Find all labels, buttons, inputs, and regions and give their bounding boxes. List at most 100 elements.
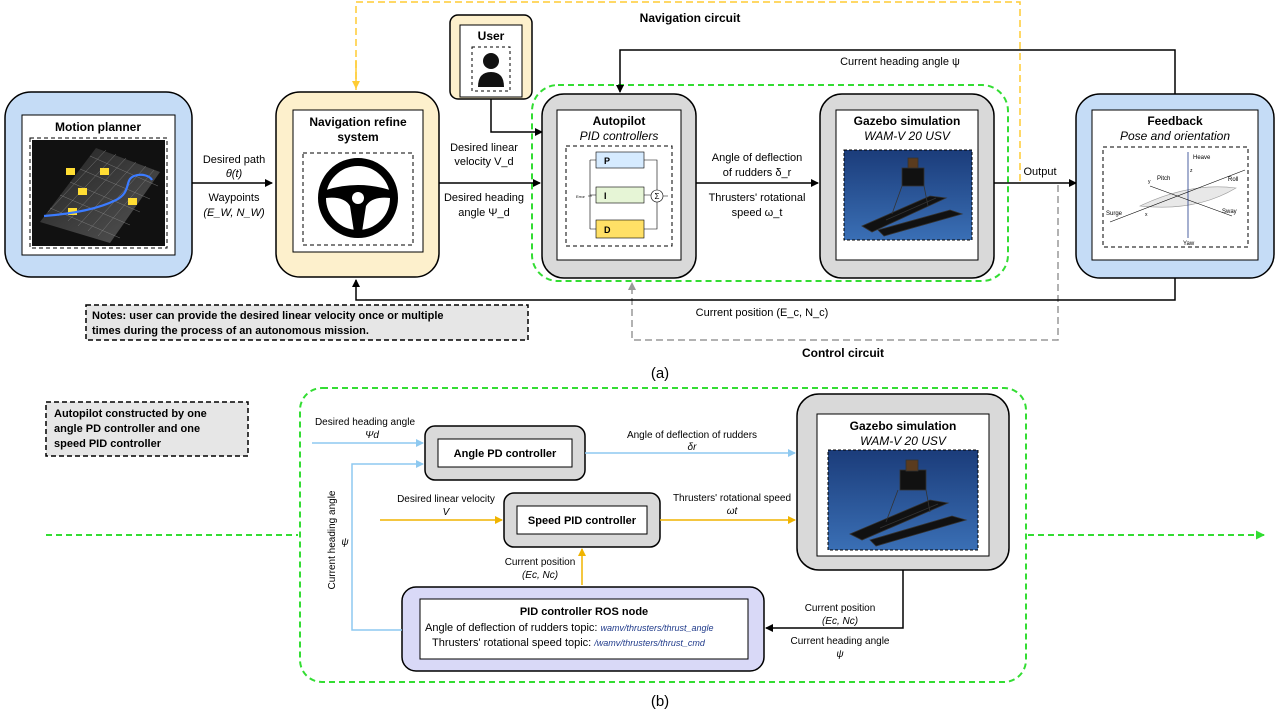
current-heading-vertical-label: Current heading angle [327, 490, 338, 589]
thrusters-symbol: speed ω_t [732, 207, 783, 219]
navigation-refine-block: Navigation refine system [275, 91, 440, 278]
usv-boat-image-b [849, 459, 968, 547]
user-avatar-icon [478, 53, 504, 87]
gazebo-subtitle-a: WAM-V 20 USV [864, 129, 951, 143]
surge-label: Surge [1106, 211, 1123, 217]
ros-topic-line-1: Angle of deflection of rudders topic: wa… [425, 622, 714, 634]
i-term-label: I [604, 191, 607, 201]
note-b-line-2: angle PD controller and one [54, 423, 200, 435]
angle-pd-controller: Angle PD controller [424, 425, 586, 481]
feedback-title: Feedback [1147, 114, 1203, 128]
sum-node-label: Σ [655, 192, 660, 201]
ros-node-block: PID controller ROS node Angle of deflect… [401, 586, 765, 672]
gazebo-title-b: Gazebo simulation [850, 419, 957, 433]
desired-linear-symbol: velocity V_d [454, 156, 513, 168]
waypoints-symbol: (E_W, N_W) [203, 207, 265, 219]
sway-label: Sway [1222, 209, 1237, 215]
waypoints-label: Waypoints [209, 192, 260, 204]
nav-refine-title-1: Navigation refine [309, 115, 407, 129]
caption-b: (b) [651, 693, 669, 710]
angle-deflection-label: Angle of deflection [712, 152, 803, 164]
yaw-label: Yaw [1183, 241, 1195, 247]
autopilot-block: Autopilot PID controllers P I D Σ Error [541, 93, 697, 279]
heading-feedback-line-b [351, 460, 424, 631]
desired-path-symbol: θ(t) [226, 168, 243, 180]
pitch-label: Pitch [1157, 176, 1170, 182]
motion-planner-title: Motion planner [55, 120, 141, 134]
notes-line-1: Notes: user can provide the desired line… [92, 310, 444, 322]
autopilot-outline-b [299, 387, 1027, 683]
current-heading-out-symbol: ψ [836, 649, 844, 660]
note-b-line-3: speed PID controller [54, 438, 162, 450]
thrusters-label: Thrusters' rotational [709, 192, 806, 204]
d-term-label: D [604, 225, 611, 235]
desired-heading-label-b: Desired heading angle [315, 417, 416, 428]
current-position-label-b: Current position [505, 557, 576, 568]
desired-heading-symbol-b: Ψd [365, 430, 379, 441]
user-title: User [478, 29, 505, 43]
output-label: Output [1023, 166, 1056, 178]
thrusters-label-b: Thrusters' rotational speed [673, 493, 791, 504]
desired-linear-symbol-b: V [443, 507, 451, 518]
gazebo-block-a: Gazebo simulation WAM-V 20 USV [819, 93, 995, 279]
autopilot-title: Autopilot [593, 114, 646, 128]
control-circuit-label: Control circuit [802, 346, 884, 360]
speed-pid-label: Speed PID controller [528, 515, 637, 527]
pose-axes-figure: Heave Pitch Roll Surge Sway Yaw x y z [1106, 152, 1246, 247]
ros-node-title: PID controller ROS node [520, 606, 648, 618]
user-velocity-arrow [490, 99, 543, 136]
angle-pd-label: Angle PD controller [454, 448, 557, 460]
notes-line-2: times during the process of an autonomou… [92, 325, 369, 337]
ros-topic-line-2: Thrusters' rotational speed topic: /wamv… [432, 637, 706, 649]
error-label: Error [576, 194, 586, 199]
gazebo-to-ros-arrow [765, 570, 904, 632]
gazebo-title-a: Gazebo simulation [854, 114, 961, 128]
motion-planner-block: Motion planner [4, 91, 193, 278]
current-position-out-symbol: (Ec, Nc) [822, 616, 858, 627]
thrust-cmd-topic: /wamv/thrusters/thrust_cmd [593, 638, 706, 648]
current-heading-out-label: Current heading angle [791, 636, 890, 647]
p-term-label: P [604, 156, 610, 166]
user-block: User [449, 14, 533, 100]
steering-wheel-icon [318, 158, 398, 238]
current-heading-label-a: Current heading angle ψ [840, 56, 960, 68]
current-heading-vertical-symbol: ψ [341, 537, 349, 548]
gazebo-block-b: Gazebo simulation WAM-V 20 USV [796, 393, 1010, 571]
desired-linear-label: Desired linear [450, 142, 518, 154]
autopilot-note-box: Autopilot constructed by one angle PD co… [45, 401, 249, 457]
angle-deflection-symbol-b: δr [688, 442, 698, 453]
speed-pid-controller: Speed PID controller [503, 492, 661, 548]
grid-map-image [32, 140, 165, 246]
caption-a: (a) [651, 365, 669, 382]
pid-block-diagram: P I D Σ Error [576, 151, 668, 239]
control-circuit: Control circuit [628, 185, 1059, 360]
desired-linear-label-b: Desired linear velocity [397, 494, 495, 505]
heading-feedback-arrow [616, 49, 1176, 94]
current-position-out-label: Current position [805, 603, 876, 614]
angle-deflection-label-b: Angle of deflection of rudders [627, 430, 757, 441]
note-b-line-1: Autopilot constructed by one [54, 408, 207, 420]
desired-heading-symbol: angle Ψ_d [458, 207, 509, 219]
desired-heading-label: Desired heading [444, 192, 524, 204]
z-axis-label: z [1190, 168, 1193, 174]
thrust-angle-topic: wamv/thrusters/thrust_angle [601, 623, 714, 633]
angle-deflection-symbol: of rudders δ_r [723, 167, 792, 179]
heave-label: Heave [1193, 155, 1211, 161]
usv-boat-image [861, 157, 964, 237]
desired-path-label: Desired path [203, 154, 265, 166]
y-axis-label: y [1148, 179, 1151, 185]
nav-refine-title-2: system [337, 130, 378, 144]
autopilot-subtitle: PID controllers [580, 129, 659, 143]
feedback-subtitle: Pose and orientation [1120, 129, 1230, 143]
gazebo-subtitle-b: WAM-V 20 USV [860, 434, 947, 448]
navigation-circuit: Navigation circuit [352, 1, 1021, 185]
current-position-label-a: Current position (E_c, N_c) [696, 307, 829, 319]
current-position-symbol-b: (Ec, Nc) [522, 570, 558, 581]
notes-box: Notes: user can provide the desired line… [85, 304, 529, 341]
roll-label: Roll [1228, 177, 1238, 183]
x-axis-label: x [1145, 212, 1148, 218]
thrusters-symbol-b: ωt [727, 506, 739, 517]
navigation-circuit-label: Navigation circuit [640, 11, 741, 25]
feedback-block: Feedback Pose and orientation Heave Pitc… [1075, 93, 1275, 279]
